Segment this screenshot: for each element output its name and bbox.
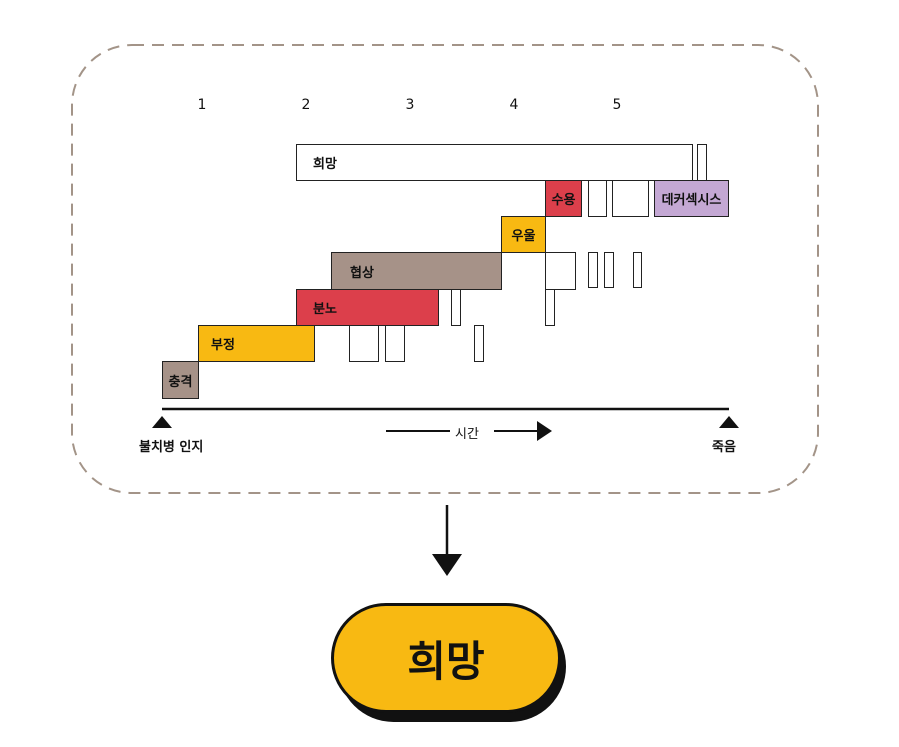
stage-1: 1 — [197, 97, 207, 113]
depression-box: 우울 — [501, 216, 546, 253]
anger-fragment — [451, 289, 461, 326]
bargaining-fragment — [633, 252, 642, 288]
axis-time-label: 시간 — [455, 427, 479, 442]
bargaining-box: 협상 — [331, 252, 502, 290]
anger-fragment — [545, 289, 555, 326]
shock-box: 충격 — [162, 361, 199, 399]
stage-4: 4 — [509, 97, 519, 113]
stage-2: 2 — [301, 97, 311, 113]
stage-3: 3 — [405, 97, 415, 113]
acceptance-box: 수용 — [545, 180, 582, 217]
hope-bar: 희망 — [296, 144, 693, 181]
stage-5: 5 — [612, 97, 622, 113]
decathexis-box: 데커섹시스 — [654, 180, 729, 217]
acceptance-fragment — [588, 180, 607, 217]
hope-fragment — [697, 144, 707, 181]
anger-box: 분노 — [296, 289, 439, 326]
bargaining-fragment — [588, 252, 598, 288]
axis-end-label: 죽음 — [712, 440, 736, 455]
denial-fragment — [385, 325, 405, 362]
bargaining-fragment — [604, 252, 614, 288]
denial-box: 부정 — [198, 325, 315, 362]
denial-fragment — [474, 325, 484, 362]
bargaining-fragment — [545, 252, 576, 290]
denial-fragment — [349, 325, 379, 362]
acceptance-fragment — [612, 180, 649, 217]
axis-start-label: 불치병 인지 — [139, 440, 204, 455]
result-pill: 희망 — [331, 603, 561, 713]
